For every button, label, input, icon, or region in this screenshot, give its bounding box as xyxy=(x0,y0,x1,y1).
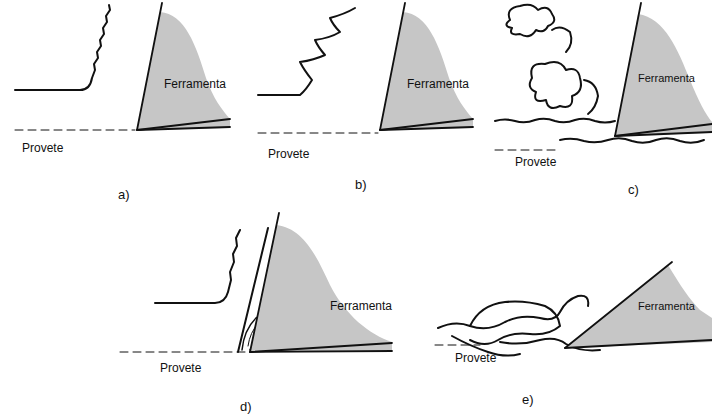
tool-face xyxy=(250,343,392,352)
tool-face xyxy=(137,119,230,130)
tool-face xyxy=(615,132,712,136)
tool-label: Ferramenta xyxy=(407,78,469,91)
tool-label: Ferramenta xyxy=(638,300,695,312)
workpiece-surface xyxy=(495,119,615,123)
tool-face xyxy=(137,127,230,130)
cutting-tool: Ferramenta xyxy=(244,210,396,356)
tool-body xyxy=(380,12,473,130)
tool-label: Ferramenta xyxy=(330,300,392,313)
tool-face xyxy=(380,119,473,130)
cutting-tool: Ferramenta xyxy=(130,0,235,135)
workpiece-surface xyxy=(258,8,355,95)
tool-face xyxy=(137,3,162,130)
tool-label: Ferramenta xyxy=(638,72,695,84)
tool-outline xyxy=(244,210,396,356)
tool-outline xyxy=(373,0,478,135)
chip-fragment xyxy=(552,27,571,52)
tool-face xyxy=(250,213,279,352)
workpiece-label: Provete xyxy=(455,352,496,365)
panel-letter: e) xyxy=(522,393,534,407)
tool-face xyxy=(380,127,473,130)
panel-letter: a) xyxy=(118,188,130,202)
cut-line xyxy=(120,352,250,353)
workpiece-surface xyxy=(15,5,110,90)
chip-fragment xyxy=(506,5,554,37)
chip-fragment xyxy=(530,62,581,108)
tool-face xyxy=(615,124,712,136)
panel-letter: c) xyxy=(628,183,639,197)
cutting-tool: Ferramenta xyxy=(560,258,712,352)
tool-outline xyxy=(130,0,235,135)
cutting-tool: Ferramenta xyxy=(608,0,712,140)
workpiece-label: Provete xyxy=(268,148,309,161)
tool-body xyxy=(565,265,712,348)
panel-letter: d) xyxy=(240,400,252,414)
workpiece-label: Provete xyxy=(515,156,556,169)
tool-body xyxy=(615,14,712,136)
tool-outline xyxy=(608,0,712,140)
tool-face xyxy=(380,3,405,130)
tool-body xyxy=(250,225,392,352)
cutting-tool: Ferramenta xyxy=(373,0,478,135)
cut-line xyxy=(435,345,480,346)
cut-line xyxy=(495,150,560,151)
panel-letter: b) xyxy=(355,178,367,192)
workpiece-label: Provete xyxy=(160,362,201,375)
workpiece-label: Provete xyxy=(22,142,63,155)
workpiece-surface xyxy=(560,138,704,143)
workpiece-surface xyxy=(155,230,240,303)
tool-body xyxy=(137,12,230,130)
chip-fragment xyxy=(470,302,560,345)
tool-face xyxy=(565,340,712,348)
cut-line xyxy=(15,130,135,131)
tool-face xyxy=(615,3,641,136)
chip-fragment xyxy=(584,80,598,114)
tool-face xyxy=(250,351,392,352)
tool-label: Ferramenta xyxy=(164,78,226,91)
cut-line xyxy=(258,133,378,134)
